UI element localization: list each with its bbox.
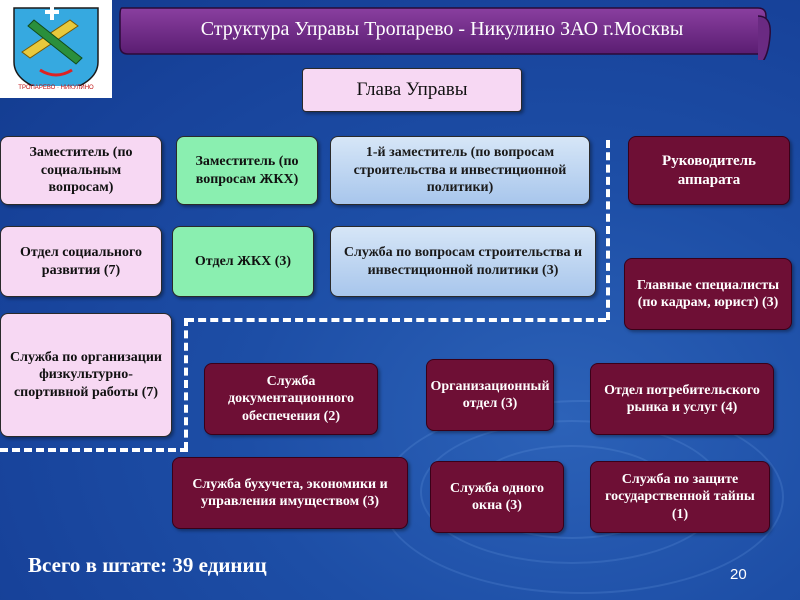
service-construction-box: Служба по вопросам строительства и инвес…: [330, 226, 596, 297]
coat-of-arms-icon: [6, 6, 106, 96]
dept-social-box: Отдел социального развития (7): [0, 226, 162, 297]
chief-of-staff-box: Руководитель аппарата: [628, 136, 790, 205]
deputy-social-box: Заместитель (по социальным вопросам): [0, 136, 162, 205]
service-sport-box: Служба по организации физкультурно-спорт…: [0, 313, 172, 437]
total-staff-text: Всего в штате: 39 единиц: [28, 553, 267, 577]
emblem-caption: ТРОПАРЕВО · НИКУЛИНО: [18, 85, 94, 91]
dashed-divider: [186, 318, 606, 322]
dept-housing-box: Отдел ЖКХ (3): [172, 226, 314, 297]
first-deputy-box: 1-й заместитель (по вопросам строительст…: [330, 136, 590, 205]
page-number: 20: [730, 566, 747, 583]
dashed-divider: [606, 140, 610, 320]
chief-specialists-box: Главные специалисты (по кадрам, юрист) (…: [624, 258, 792, 330]
dept-consumer-box: Отдел потребительского рынка и услуг (4): [590, 363, 774, 435]
service-one-window-box: Служба одного окна (3): [430, 461, 564, 533]
dashed-divider: [184, 318, 188, 450]
dashed-divider: [0, 448, 188, 452]
head-of-administration: Глава Управы: [302, 68, 522, 112]
district-emblem: ТРОПАРЕВО · НИКУЛИНО: [0, 0, 112, 98]
dept-org-box: Организационный отдел (3): [426, 359, 554, 431]
service-accounting-box: Служба бухучета, экономики и управления …: [172, 457, 408, 529]
service-secrecy-box: Служба по защите государственной тайны (…: [590, 461, 770, 533]
page-title: Структура Управы Тропарево - Никулино ЗА…: [200, 17, 684, 40]
title-banner: Структура Управы Тропарево - Никулино ЗА…: [112, 6, 772, 60]
scroll-banner-icon: [119, 7, 771, 60]
service-docs-box: Служба документационного обеспечения (2): [204, 363, 378, 435]
deputy-housing-box: Заместитель (по вопросам ЖКХ): [176, 136, 318, 205]
